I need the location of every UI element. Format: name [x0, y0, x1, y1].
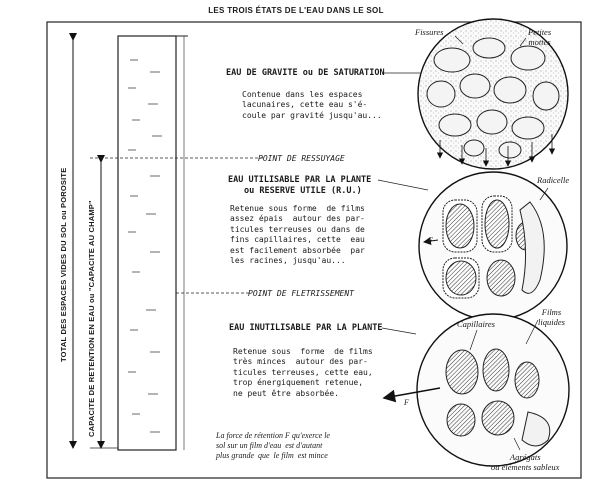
state-3-description: Retenue sous forme de films très minces …	[233, 347, 373, 398]
capillaires-label: Capillaires	[457, 319, 495, 329]
force-symbol-circle-2: F	[428, 236, 433, 245]
state-1-description: Contenue dans les espaces lacunaires, ce…	[242, 90, 382, 120]
ressuyage-label: POINT DE RESSUYAGE	[258, 154, 345, 163]
diagram-title: LES TROIS ÉTATS DE L'EAU DANS LE SOL	[208, 6, 384, 15]
soil-column	[117, 35, 177, 451]
petites-mottes-label: Petites mottes	[528, 27, 552, 47]
water-marks	[128, 59, 162, 433]
state-2-description: Retenue sous forme de films assez épais …	[230, 204, 365, 266]
force-symbol-circle-3: F	[404, 398, 409, 407]
total-porosity-label: TOTAL DES ESPACES VIDES DU SOL ou POROSI…	[59, 167, 68, 362]
retention-capacity-label: CAPACITE DE RETENTION EN EAU ou "CAPACIT…	[87, 200, 96, 437]
diagram-frame	[46, 21, 582, 479]
available-water-circle	[418, 171, 568, 321]
unavailable-water-circle	[382, 313, 570, 467]
radicelle-label: Radicelle	[537, 175, 570, 185]
fissures-label: Fissures	[415, 27, 444, 37]
state-1-heading: EAU DE GRAVITE ou DE SATURATION	[226, 68, 385, 78]
films-liquides-label: Films liquides	[538, 307, 565, 327]
fletrissement-label: POINT DE FLETRISSEMENT	[248, 289, 354, 298]
state-3-heading: EAU INUTILISABLE PAR LA PLANTE	[229, 323, 383, 333]
state-2-heading: EAU UTILISABLE PAR LA PLANTE	[228, 175, 372, 185]
agregats-label: Agrégats ou éléments sableux	[491, 452, 560, 472]
footnote: La force de rétention F qu'exerce le sol…	[216, 431, 330, 460]
state-2-subheading: ou RESERVE UTILE (R.U.)	[244, 186, 362, 196]
saturation-circle	[417, 18, 569, 170]
